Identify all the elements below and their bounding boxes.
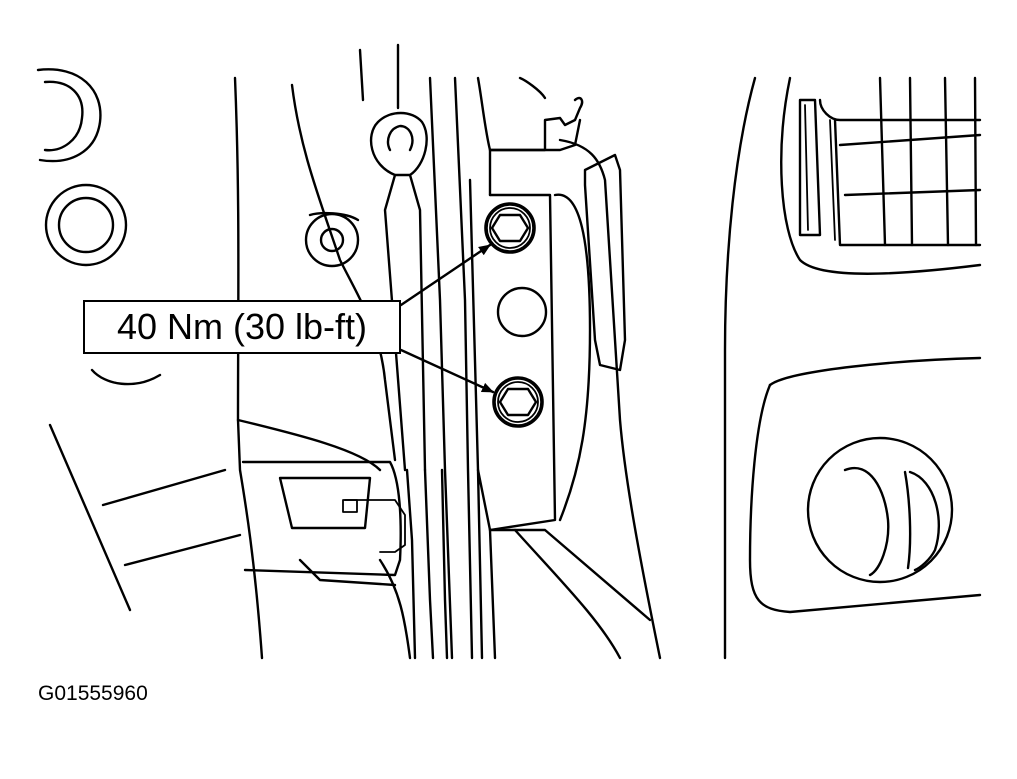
torque-callout-label: 40 Nm (30 lb-ft) — [83, 300, 401, 354]
center-panel — [233, 76, 412, 660]
leader-arrow-upper — [399, 243, 492, 307]
right-panel-parts — [723, 76, 982, 660]
upper-bolt-icon — [484, 202, 536, 254]
mounting-bracket — [476, 76, 662, 660]
lower-bolt-icon — [492, 376, 544, 428]
dipstick-handle — [358, 43, 428, 472]
left-background-parts — [36, 68, 242, 612]
leader-arrow-lower — [399, 348, 495, 394]
callout-leaders — [399, 243, 495, 394]
figure-id-label: G01555960 — [38, 682, 148, 705]
